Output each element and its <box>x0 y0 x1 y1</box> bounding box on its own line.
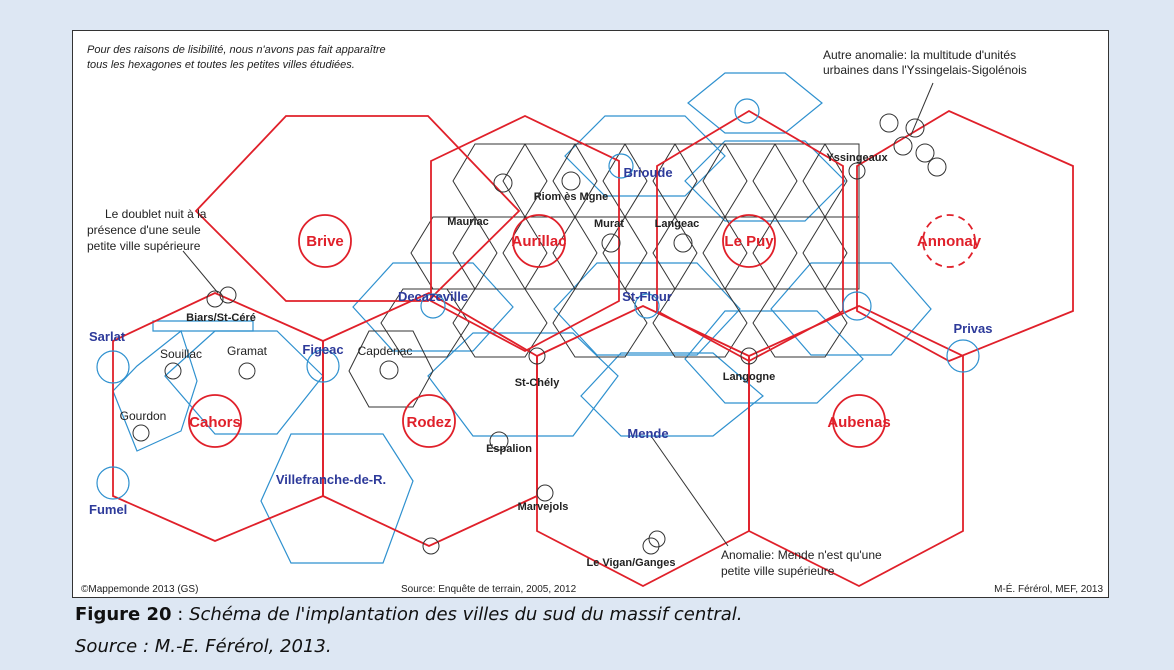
note-readability-2: tous les hexagones et toutes les petites… <box>87 59 355 71</box>
blue-circles <box>96 98 980 500</box>
note-doublet-2: présence d'une seule <box>87 223 201 237</box>
footer-author: M-É. Férérol, MEF, 2013 <box>994 582 1103 595</box>
note-mende-2: petite ville supérieure <box>721 564 835 578</box>
note-doublet-3: petite ville supérieure <box>87 239 201 253</box>
city-figeac: Figeac <box>302 342 343 357</box>
city-mende: Mende <box>627 426 668 441</box>
city-privas: Privas <box>953 321 992 336</box>
city-gramat: Gramat <box>227 344 268 358</box>
leader-lines <box>182 82 934 547</box>
caption-text: Schéma de l'implantation des villes du s… <box>189 604 743 625</box>
hex-aubenas <box>748 305 964 588</box>
hex-brive <box>194 115 521 302</box>
city-yssingeaux: Yssingeaux <box>826 152 888 164</box>
note-anomaly-top-1: Autre anomalie: la multitude d'unités <box>823 48 1016 62</box>
city-capdenac: Capdenac <box>358 344 413 358</box>
diagram-figure: Pour des raisons de lisibilité, nous n'a… <box>72 30 1109 598</box>
hexagon-diagram: Pour des raisons de lisibilité, nous n'a… <box>81 44 1103 595</box>
city-decazeville: Decazeville <box>398 289 468 304</box>
city-aubenas: Aubenas <box>827 414 890 431</box>
hex-annonay <box>856 109 1074 362</box>
note-readability-1: Pour des raisons de lisibilité, nous n'a… <box>87 44 386 56</box>
city-brioude: Brioude <box>623 165 672 180</box>
figure-caption: Figure 20 : Schéma de l'implantation des… <box>75 604 743 625</box>
city-gourdon: Gourdon <box>120 409 167 423</box>
note-anomaly-top-2: urbaines dans l'Yssingelais-Sigolénois <box>823 63 1027 77</box>
city-langogne: Langogne <box>723 371 776 383</box>
note-doublet-1: Le doublet nuit à la <box>105 207 207 221</box>
city-espalion: Espalion <box>486 443 532 455</box>
city-st-flour: St-Flour <box>622 289 672 304</box>
hex-aurillac <box>430 115 620 353</box>
city-st-chely: St-Chély <box>515 377 561 389</box>
city-sarlat: Sarlat <box>89 329 126 344</box>
city-rodez: Rodez <box>407 414 452 431</box>
caption-separator: : <box>171 604 190 625</box>
city-langeac: Langeac <box>655 218 700 230</box>
footer-source: Source: Enquête de terrain, 2005, 2012 <box>401 584 577 595</box>
caption-source-text: Source : M.-E. Férérol, 2013. <box>75 636 332 657</box>
city-villefranche: Villefranche-de-R. <box>276 472 386 487</box>
city-brive: Brive <box>306 233 344 250</box>
city-fumel: Fumel <box>89 502 127 517</box>
city-marvejols: Marvejols <box>518 501 569 513</box>
red-circles <box>188 214 976 448</box>
city-mauriac: Mauriac <box>447 216 489 228</box>
caption-source: Source : M.-E. Férérol, 2013. <box>75 636 332 657</box>
footer-copyright: ©Mappemonde 2013 (GS) <box>81 584 198 595</box>
city-le-puy: Le Puy <box>724 233 774 250</box>
city-cahors: Cahors <box>189 414 241 431</box>
city-murat: Murat <box>594 218 624 230</box>
hex-le-puy <box>656 109 844 363</box>
note-mende-1: Anomalie: Mende n'est qu'une <box>721 548 882 562</box>
blue-hexagons <box>112 72 932 564</box>
city-riom: Riom ès Mgne <box>534 191 609 203</box>
red-hexagons <box>112 109 1074 588</box>
gray-circles <box>132 113 947 555</box>
city-biars: Biars/St-Céré <box>186 312 256 324</box>
city-aurillac: Aurillac <box>511 233 566 250</box>
caption-figure-label: Figure 20 <box>75 604 172 625</box>
city-souillac: Souillac <box>160 347 202 361</box>
gray-hexagons <box>348 143 860 408</box>
city-annonay: Annonay <box>917 233 982 250</box>
city-le-vigan: Le Vigan/Ganges <box>586 557 675 569</box>
